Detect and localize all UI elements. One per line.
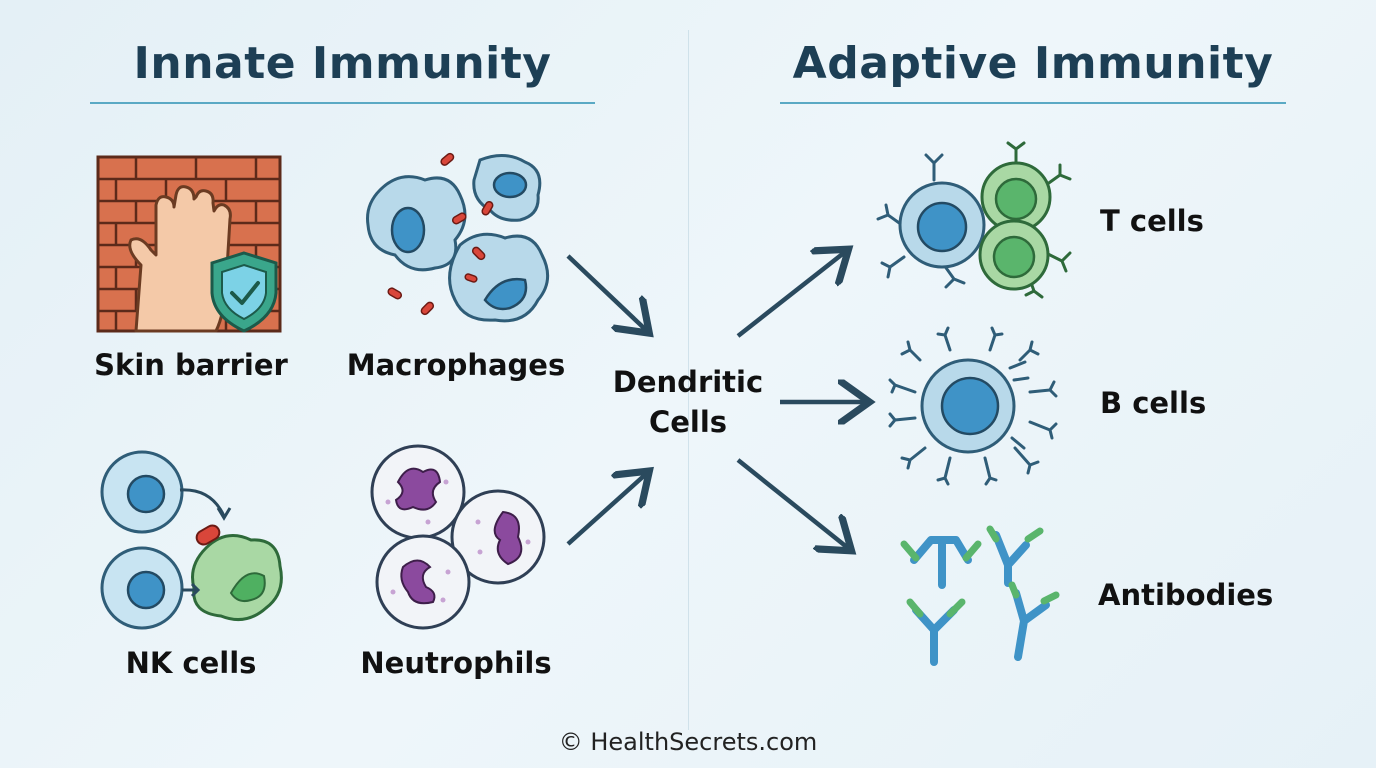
antibodies-icon [900,525,1060,666]
neutrophils-icon [370,444,546,630]
macrophages-label: Macrophages [346,348,566,382]
dendritic-cells-line2: Cells [648,405,728,439]
t-cells-label: T cells [1100,204,1204,238]
neutrophils-label: Neutrophils [360,646,552,680]
arrow-neutrophils-to-dendritic [566,474,646,546]
nk-cells-icon [100,450,283,630]
section-divider [688,30,689,730]
skin-barrier-label: Skin barrier [94,348,288,382]
t-cells-icon [876,141,1072,299]
adaptive-heading-rule [780,102,1286,104]
b-cells-label: B cells [1100,386,1207,420]
nk-cells-label: NK cells [125,646,257,680]
macrophages-icon [366,152,550,323]
dendritic-cells-line1: Dendritic [612,365,764,399]
arrow-dendritic-to-t-cells [736,252,845,338]
arrow-dendritic-to-antibodies [736,458,848,548]
b-cells-icon [888,326,1058,486]
copyright-footer: © HealthSecrets.com [558,728,818,756]
dendritic-cells-label: Dendritic Cells [598,362,778,442]
antibodies-label: Antibodies [1098,578,1274,612]
innate-heading-rule [90,102,595,104]
arrow-macrophages-to-dendritic [566,254,646,330]
adaptive-immunity-heading: Adaptive Immunity [792,38,1274,89]
innate-immunity-heading: Innate Immunity [133,38,552,89]
skin-barrier-icon [96,155,282,333]
